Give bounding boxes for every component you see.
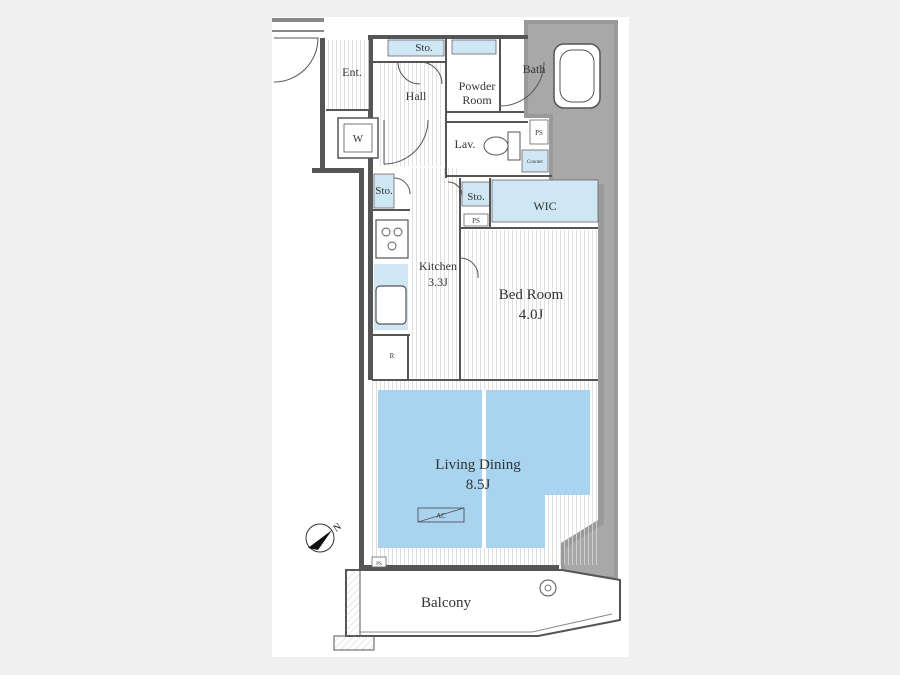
- exterior-walls: [272, 18, 618, 580]
- ps-mid-label: PS: [472, 217, 480, 225]
- ac-label: AC: [436, 512, 446, 520]
- washer: [337, 117, 379, 159]
- balcony-label: Balcony: [421, 595, 471, 611]
- kitchen-sink: [375, 285, 407, 325]
- ps-top-box: [529, 119, 549, 145]
- ps-top-label: PS: [535, 129, 543, 137]
- ps-bottom-box: [371, 556, 387, 568]
- sto-left-label: Sto.: [375, 185, 393, 197]
- powder-blue: [451, 39, 497, 55]
- sto-top-label: Sto.: [415, 42, 433, 54]
- bath-label: Bath: [523, 62, 546, 76]
- balcony-structure: [333, 569, 621, 651]
- ent-label: Ent.: [342, 65, 362, 79]
- wic-blue: [491, 179, 599, 223]
- lav-label: Lav.: [455, 137, 476, 151]
- ent-floor: [326, 40, 372, 110]
- bathtub: [553, 43, 601, 109]
- ps-bottom-label: PS: [376, 562, 382, 567]
- hall-floor: [378, 62, 444, 166]
- stove: [375, 219, 409, 259]
- kitchen-floor: [410, 168, 460, 378]
- ac-box: [417, 507, 465, 523]
- living-dining-label: Living Dining: [435, 457, 521, 473]
- kitchen-label: Kitchen: [419, 259, 457, 273]
- doors: [273, 37, 545, 279]
- r-label: R: [390, 352, 395, 360]
- wic-label: WIC: [533, 199, 556, 213]
- living-dining-size: 8.5J: [466, 477, 491, 493]
- hall-label: Hall: [406, 89, 427, 103]
- fixtures: [337, 43, 601, 568]
- sto-mid-label: Sto.: [467, 191, 485, 203]
- w-label: W: [353, 133, 364, 145]
- sto-left-blue: [373, 173, 395, 209]
- bedroom-floor: [462, 230, 598, 378]
- compass: N: [305, 521, 344, 553]
- toilet-tank: [507, 131, 521, 161]
- counter-label: Counter: [527, 160, 543, 165]
- bedroom-size: 4.0J: [519, 307, 544, 323]
- counter-blue: [521, 149, 549, 173]
- sto-top-blue: [387, 39, 445, 57]
- toilet-bowl: [483, 136, 509, 156]
- kitchen-size: 3.3J: [428, 275, 448, 289]
- bedroom-label: Bed Room: [499, 287, 564, 303]
- ps-mid-box: [463, 213, 489, 227]
